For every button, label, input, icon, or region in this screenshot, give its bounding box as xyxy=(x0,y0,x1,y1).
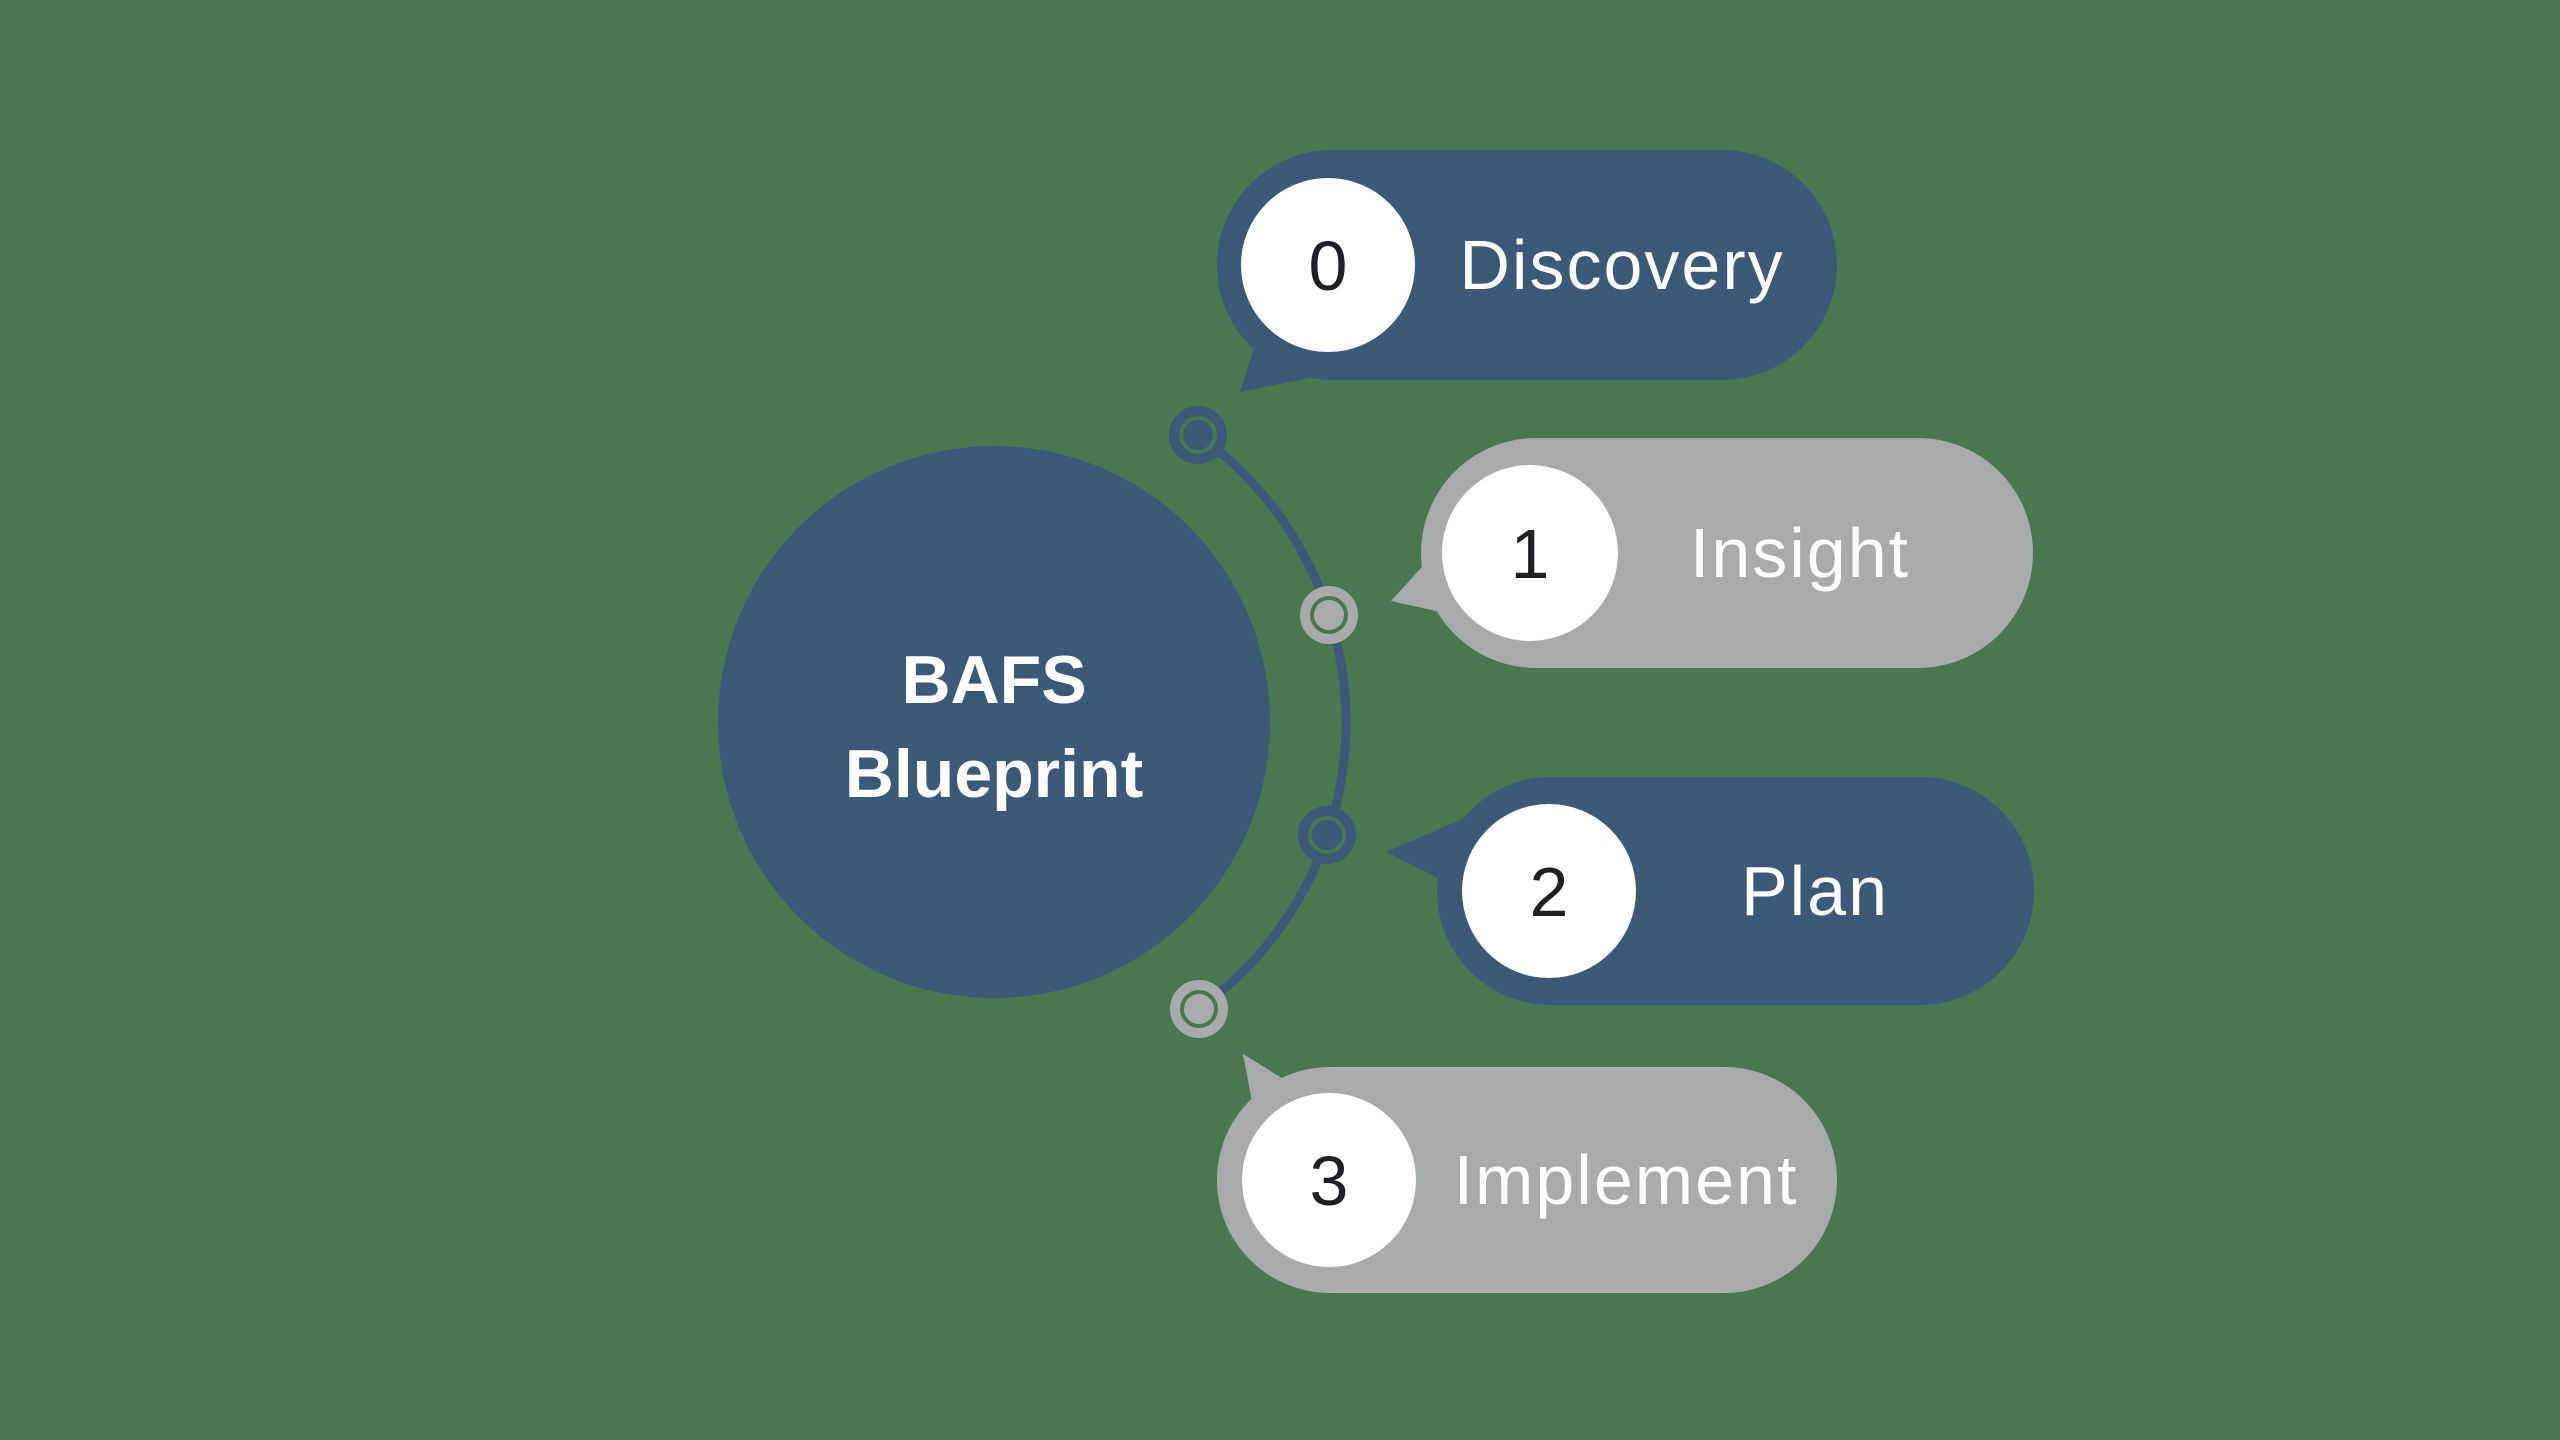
stage-number: 0 xyxy=(1309,227,1348,305)
node-dot xyxy=(1184,994,1214,1024)
connector-node-insight xyxy=(1300,586,1358,644)
stage-pill-plan: 2 Plan xyxy=(1386,777,2034,1005)
center-title-line1: BAFS xyxy=(901,642,1086,718)
stage-number: 3 xyxy=(1310,1142,1349,1220)
stage-number: 2 xyxy=(1530,853,1569,931)
stage-number-badge xyxy=(1241,178,1415,352)
stage-number-badge xyxy=(1462,804,1636,978)
stage-label: Discovery xyxy=(1459,226,1784,304)
node-ring xyxy=(1170,980,1228,1038)
center-circle xyxy=(718,446,1270,998)
node-dot xyxy=(1312,820,1342,850)
center-circle-group: BAFS Blueprint xyxy=(718,446,1270,998)
stage-number: 1 xyxy=(1511,515,1550,593)
connector-node-discovery xyxy=(1169,406,1227,464)
stage-pill-insight: 1 Insight xyxy=(1391,438,2033,668)
stage-label: Implement xyxy=(1454,1141,1799,1219)
center-title-line2: Blueprint xyxy=(845,736,1143,812)
connector-node-implement xyxy=(1170,980,1228,1038)
stage-number-badge xyxy=(1242,1093,1416,1267)
stage-pill-discovery: 0 Discovery xyxy=(1217,150,1837,392)
node-ring xyxy=(1169,406,1227,464)
node-dot xyxy=(1314,600,1344,630)
stage-number-badge xyxy=(1442,465,1618,641)
node-ring xyxy=(1298,806,1356,864)
stage-pill-implement: 3 Implement xyxy=(1217,1054,1837,1293)
node-ring xyxy=(1300,586,1358,644)
node-dot xyxy=(1183,420,1213,450)
stage-label: Plan xyxy=(1741,852,1889,930)
connector-arc xyxy=(1195,431,1351,1013)
connector-node-plan xyxy=(1298,806,1356,864)
stage-label: Insight xyxy=(1690,514,1910,592)
